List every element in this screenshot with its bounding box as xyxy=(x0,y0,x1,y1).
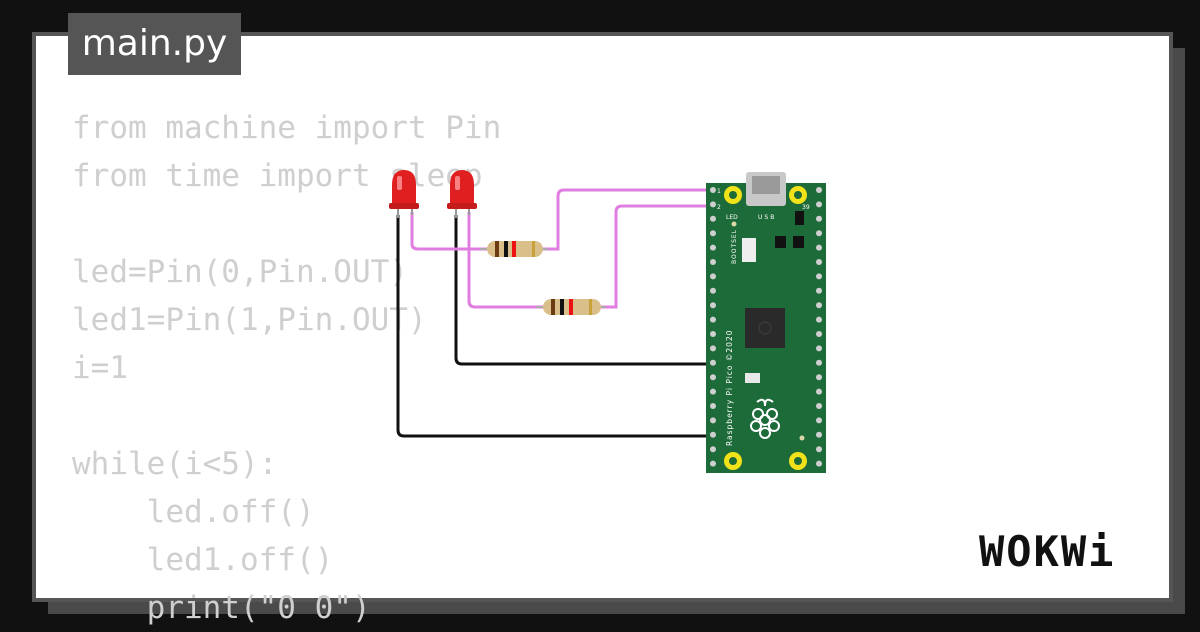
pin-header-dot[interactable] xyxy=(710,187,716,193)
pin-header-dot[interactable] xyxy=(710,403,716,409)
pin-header-dot[interactable] xyxy=(816,230,822,237)
pin-header-dot[interactable] xyxy=(710,287,716,294)
pin-header-dot[interactable] xyxy=(816,187,822,193)
pin-header-dot[interactable] xyxy=(816,359,822,366)
pin-header-dot[interactable] xyxy=(710,388,716,395)
wire-resistor0-pin1 xyxy=(540,188,716,251)
pin-header-dot[interactable] xyxy=(710,273,716,280)
raspberry-logo-icon xyxy=(750,398,780,439)
resistor-0[interactable] xyxy=(480,241,548,257)
board-name-label: Raspberry Pi Pico ©2020 xyxy=(725,330,734,447)
pin-header-dot[interactable] xyxy=(816,331,822,337)
pin-header-dot[interactable] xyxy=(710,230,716,237)
pin-header-dot[interactable] xyxy=(710,244,716,251)
wire-led0-resistor xyxy=(410,212,488,251)
pin-header-dot[interactable] xyxy=(816,431,822,438)
pin-header-dot[interactable] xyxy=(710,345,716,352)
usb-label: USB xyxy=(758,214,776,221)
pin-header-dot[interactable] xyxy=(816,388,822,395)
pin-header-dot[interactable] xyxy=(816,345,822,352)
wokwi-logo: WOKWi xyxy=(979,527,1115,576)
pin-header-dot[interactable] xyxy=(710,331,716,337)
wire-resistor1-pin2 xyxy=(598,204,716,309)
wire-led1-ground xyxy=(454,215,716,366)
pin-header-dot[interactable] xyxy=(710,302,716,309)
pin-label-39: 39 xyxy=(802,204,810,211)
led-0[interactable] xyxy=(389,170,419,218)
pin-header-dot[interactable] xyxy=(816,374,822,381)
pin-header-dot[interactable] xyxy=(710,201,716,208)
pin-header-dot[interactable] xyxy=(710,259,716,265)
pin-header-dot[interactable] xyxy=(816,417,822,424)
pin-header-dot[interactable] xyxy=(816,316,822,323)
pin-header-dot[interactable] xyxy=(816,287,822,294)
rp2040-chip xyxy=(745,308,785,348)
code-editor[interactable]: from machine import Pin from time import… xyxy=(72,110,502,626)
pin-header-dot[interactable] xyxy=(710,215,716,222)
wire-led1-resistor xyxy=(467,212,545,309)
pin-label-2: 2 xyxy=(717,204,721,211)
bootsel-label: BOOTSEL xyxy=(731,229,738,264)
pin-header-dot[interactable] xyxy=(710,431,716,438)
wire-led0-ground xyxy=(396,215,716,438)
pin-header-dot[interactable] xyxy=(816,201,822,208)
pin-header-dot[interactable] xyxy=(710,417,716,424)
pin-header-dot[interactable] xyxy=(710,316,716,323)
pin-header-dot[interactable] xyxy=(710,460,716,467)
pin-header-dot[interactable] xyxy=(710,446,716,453)
pin-header-dot[interactable] xyxy=(816,446,822,453)
file-tab[interactable]: main.py xyxy=(68,13,241,75)
pin-header-dot[interactable] xyxy=(710,374,716,381)
pico-board[interactable]: 1 2 39 LED USB BOOTSEL Raspberry Pi Pico… xyxy=(706,172,826,473)
pin-label-1: 1 xyxy=(717,188,721,195)
pin-header-dot[interactable] xyxy=(816,460,822,467)
bootsel-button xyxy=(742,238,756,262)
pin-header-dot[interactable] xyxy=(816,273,822,280)
pin-header-dot[interactable] xyxy=(816,403,822,409)
project-card: from machine import Pin from time import… xyxy=(32,32,1173,626)
pin-headers xyxy=(710,187,822,467)
pin-header-dot[interactable] xyxy=(816,259,822,265)
pin-header-dot[interactable] xyxy=(816,302,822,309)
resistor-1[interactable] xyxy=(536,299,606,315)
led-label: LED xyxy=(726,214,738,221)
pin-header-dot[interactable] xyxy=(816,215,822,222)
led-1[interactable] xyxy=(447,170,477,218)
pin-header-dot[interactable] xyxy=(816,244,822,251)
pin-header-dot[interactable] xyxy=(710,359,716,366)
svg-text:WOKWi: WOKWi xyxy=(979,527,1115,576)
